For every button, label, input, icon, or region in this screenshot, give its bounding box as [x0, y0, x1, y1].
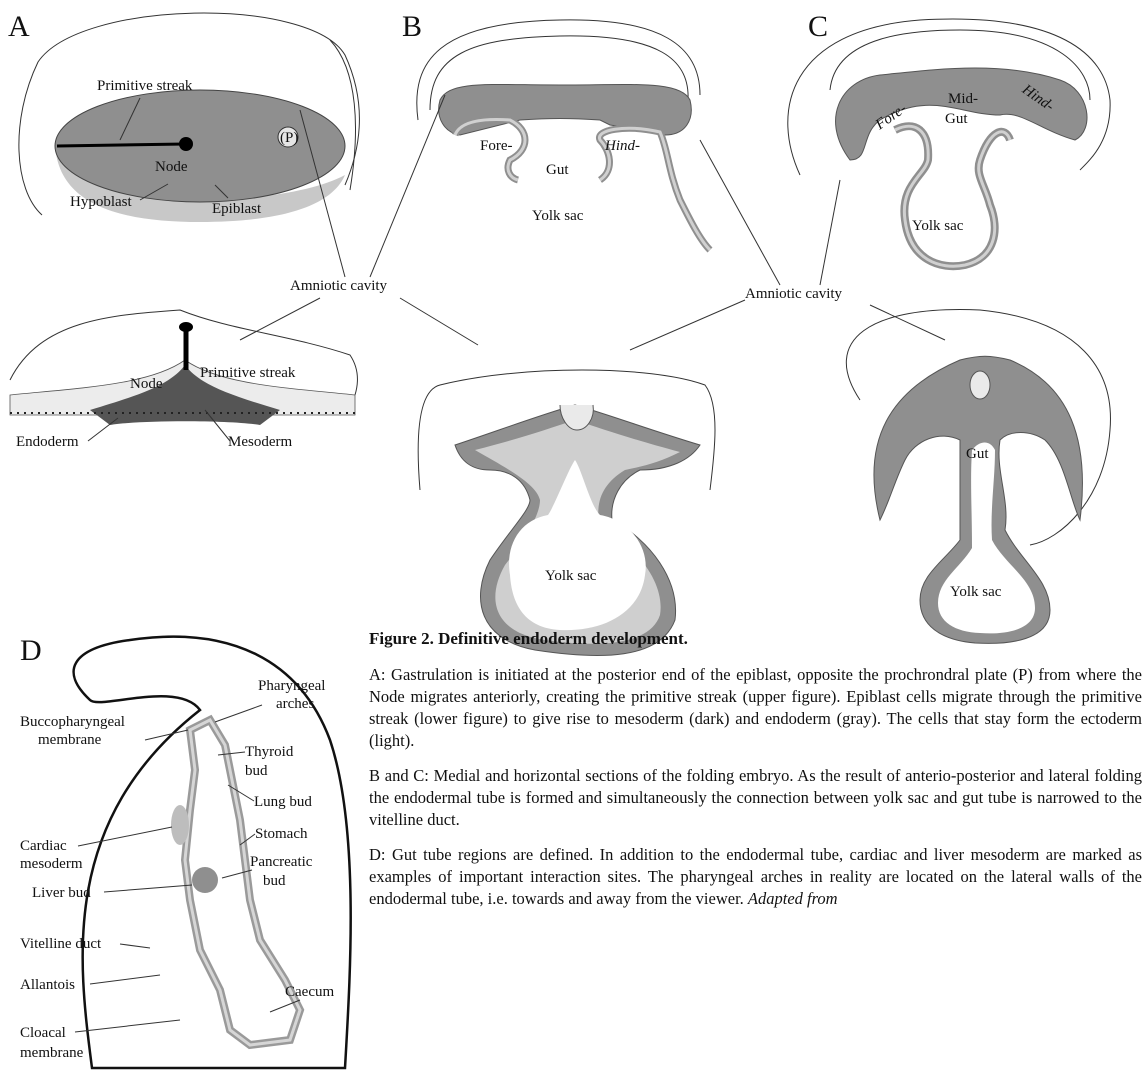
- leader-liver: [104, 885, 192, 892]
- label-thyroid-bud: bud: [245, 763, 268, 779]
- panel-b-lower: Yolk sac: [418, 370, 715, 656]
- label-primitive-streak-low: Primitive streak: [200, 365, 296, 381]
- label-yolksac-b: Yolk sac: [532, 208, 584, 224]
- caption-paragraph-a: A: Gastrulation is initiated at the post…: [369, 664, 1142, 752]
- label-yolksac-b-low: Yolk sac: [545, 568, 597, 584]
- leader-vitelline: [120, 944, 150, 948]
- panel-d-letter: D: [20, 634, 42, 667]
- label-pancreatic-bud: bud: [263, 873, 286, 889]
- cardiac-mesoderm-d: [171, 805, 189, 845]
- label-gut-c-low: Gut: [966, 446, 989, 462]
- label-pharyngeal: Pharyngeal: [258, 678, 325, 694]
- panel-d: D Pharyngeal arches Buccopharyngeal memb…: [20, 634, 351, 1068]
- label-p: (P): [280, 130, 298, 146]
- leader-cardiac: [78, 827, 172, 846]
- label-endoderm: Endoderm: [16, 434, 79, 450]
- label-gut-b: Gut: [546, 162, 569, 178]
- gut-c-inner: [895, 126, 1010, 266]
- figure-caption: Figure 2. Definitive endoderm developmen…: [369, 628, 1142, 923]
- label-hypoblast: Hypoblast: [70, 194, 132, 210]
- label-caecum: Caecum: [285, 984, 334, 1000]
- label-hind-b: Hind-: [604, 138, 640, 154]
- caption-paragraph-d: D: Gut tube regions are defined. In addi…: [369, 844, 1142, 910]
- leader-allantois: [90, 975, 160, 984]
- panel-a-letter: A: [8, 10, 30, 43]
- label-arches: arches: [276, 696, 314, 712]
- label-primitive-streak-a: Primitive streak: [97, 78, 193, 94]
- neural-tube-c: [970, 371, 990, 399]
- caption-paragraph-bc: B and C: Medial and horizontal sections …: [369, 765, 1142, 831]
- panel-a-lower: Node Primitive streak Endoderm Mesoderm: [10, 310, 357, 450]
- label-yolksac-c: Yolk sac: [912, 218, 964, 234]
- label-cardiac-mesoderm: mesoderm: [20, 856, 83, 872]
- primitive-streak-line: [57, 144, 185, 146]
- label-gut-c: Gut: [945, 111, 968, 127]
- leader-amn-b-top: [370, 95, 445, 277]
- label-lung-bud: Lung bud: [254, 794, 312, 810]
- leader-endoderm: [88, 418, 118, 441]
- leader-amn-b-low: [400, 298, 478, 345]
- label-mid-c: Mid-: [948, 91, 978, 107]
- leader-pharyngeal: [215, 705, 262, 722]
- label-mesoderm: Mesoderm: [228, 434, 292, 450]
- label-pancreatic: Pancreatic: [250, 854, 313, 870]
- leader-amn-c-top: [820, 180, 840, 285]
- label-cardiac: Cardiac: [20, 838, 67, 854]
- leader-cloacal: [75, 1020, 180, 1032]
- label-bucco-membrane: membrane: [38, 732, 102, 748]
- label-liver-bud: Liver bud: [32, 885, 91, 901]
- label-buccopharyngeal: Buccopharyngeal: [20, 714, 125, 730]
- caption-title: Figure 2. Definitive endoderm developmen…: [369, 628, 1142, 650]
- panel-b-letter: B: [402, 10, 422, 43]
- label-cloacal-membrane: membrane: [20, 1045, 84, 1061]
- panel-c: C Fore- Mid- Gut Hind- Yolk sac: [788, 10, 1110, 266]
- label-amniotic-right: Amniotic cavity: [745, 286, 843, 302]
- panel-a: A Primitive streak Node (P) Hypoblast Ep…: [8, 10, 359, 222]
- panel-c-letter: C: [808, 10, 828, 43]
- panel-c-lower: Gut Yolk sac: [846, 310, 1110, 644]
- label-yolksac-c-low: Yolk sac: [950, 584, 1002, 600]
- label-node-a: Node: [155, 159, 188, 175]
- yolk-sac-c-interior: [938, 443, 1035, 634]
- leader-amn-b-top2: [700, 140, 780, 285]
- label-node-low: Node: [130, 376, 163, 392]
- node-dot: [179, 137, 193, 151]
- label-stomach: Stomach: [255, 826, 308, 842]
- leader-amn-a-low: [240, 298, 320, 340]
- node-low: [179, 322, 193, 332]
- label-amniotic-left: Amniotic cavity: [290, 278, 388, 294]
- label-vitelline-duct: Vitelline duct: [20, 936, 102, 952]
- leader-amn-b-low2: [630, 300, 745, 350]
- label-thyroid: Thyroid: [245, 744, 294, 760]
- label-allantois: Allantois: [20, 977, 75, 993]
- label-fore-b: Fore-: [480, 138, 513, 154]
- caption-d-italic: Adapted from: [748, 889, 838, 908]
- label-cloacal: Cloacal: [20, 1025, 66, 1041]
- panel-b: B Fore- Gut Hind- Yolk sac: [402, 10, 710, 250]
- label-epiblast: Epiblast: [212, 201, 262, 217]
- liver-mesoderm-d: [192, 867, 218, 893]
- leader-thyroid: [218, 752, 245, 755]
